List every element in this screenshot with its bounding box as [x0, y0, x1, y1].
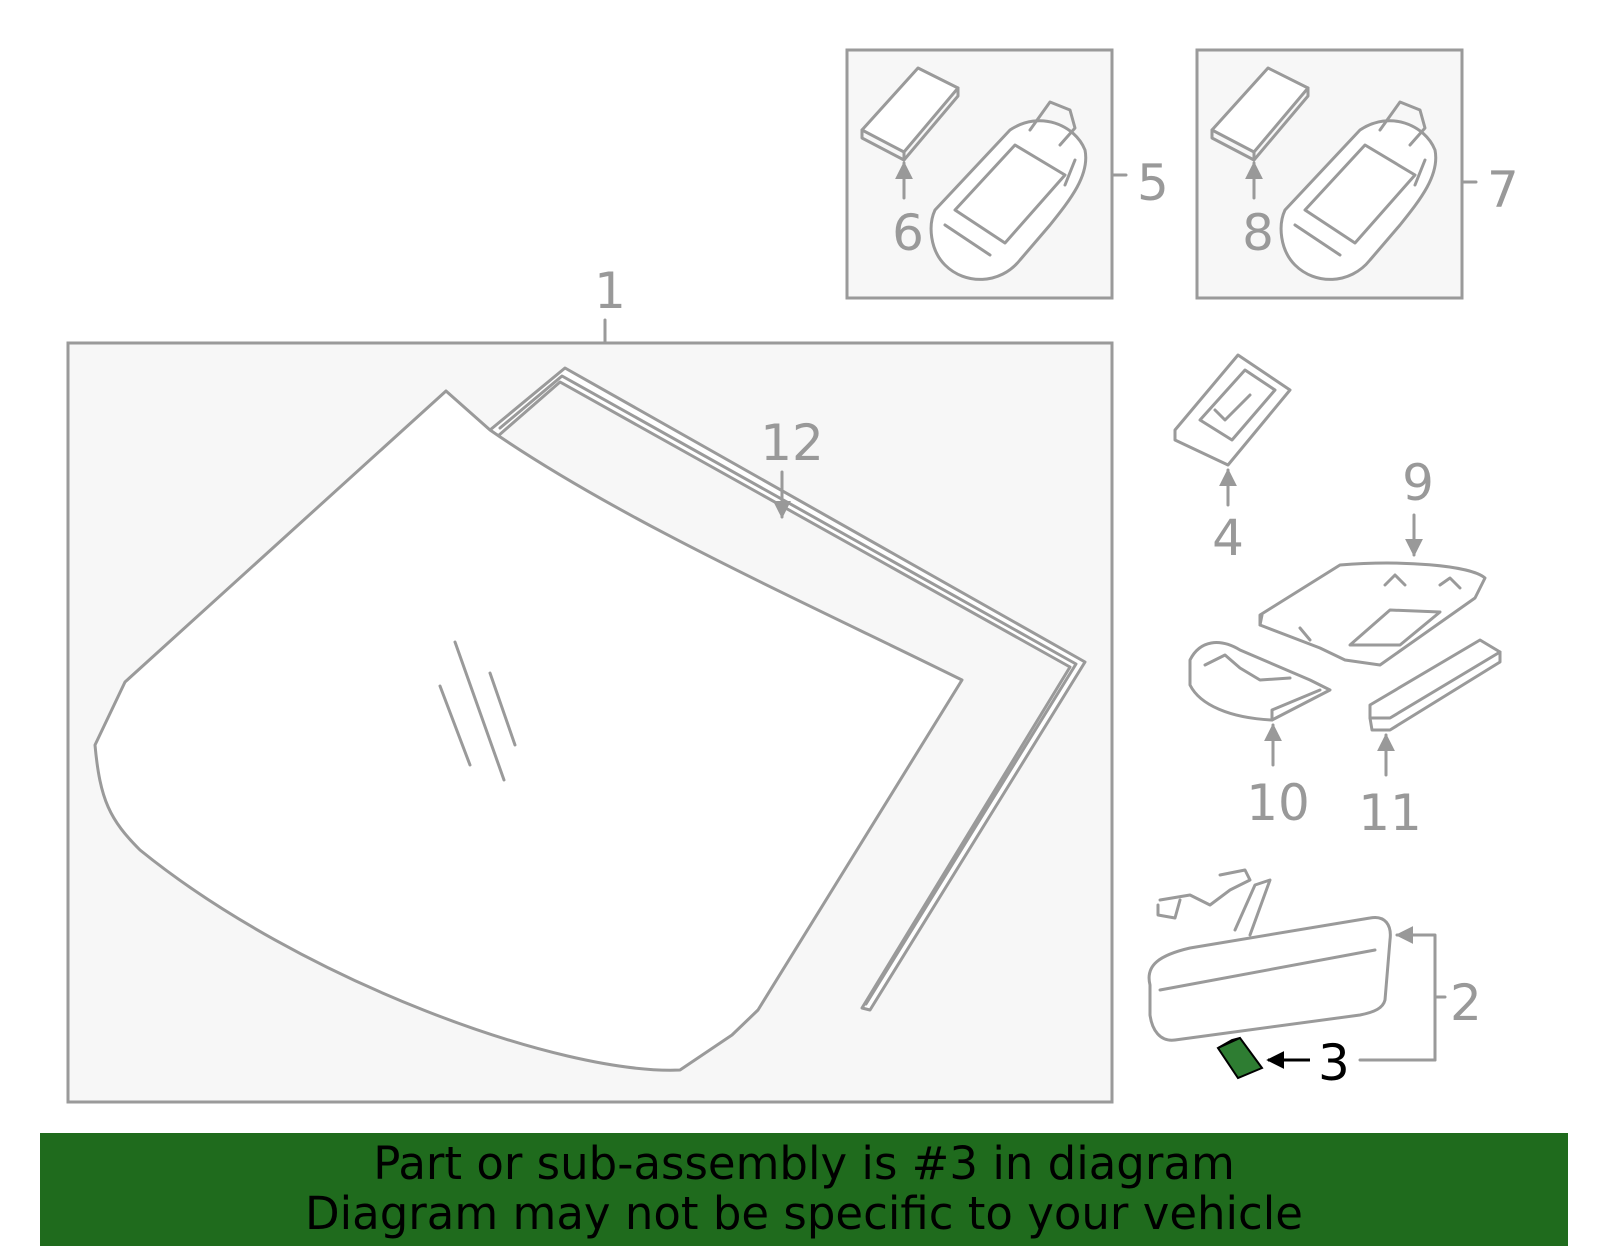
highlighted-part-3: 3 — [1216, 1034, 1350, 1092]
callout-6: 6 — [892, 204, 924, 262]
callout-12: 12 — [760, 414, 824, 472]
callout-5: 5 — [1137, 154, 1169, 212]
mirror-kit-box-5: 5 6 — [845, 48, 1169, 300]
banner-line-2: Diagram may not be specific to your vehi… — [305, 1187, 1303, 1240]
callout-9: 9 — [1402, 454, 1434, 512]
mirror-kit-box-7: 7 8 — [1195, 48, 1519, 300]
mirror-bracket-4: 4 — [1173, 353, 1292, 567]
callout-2-group: 2 — [1358, 926, 1482, 1062]
windshield-glass — [93, 389, 964, 1072]
callout-2: 2 — [1450, 974, 1482, 1032]
callout-11: 11 — [1358, 784, 1422, 842]
callout-7: 7 — [1487, 161, 1519, 219]
callout-3: 3 — [1318, 1034, 1350, 1092]
windshield-molding — [488, 366, 1087, 1012]
rear-view-mirror-2 — [1147, 868, 1392, 1042]
mirror-mount-7 — [1279, 100, 1438, 281]
mirror-cover-10: 10 — [1188, 641, 1332, 832]
callout-10: 10 — [1246, 774, 1310, 832]
info-banner: Part or sub-assembly is #3 in diagram Di… — [40, 1133, 1568, 1246]
mirror-mount-5 — [929, 100, 1088, 281]
callout-4: 4 — [1212, 509, 1244, 567]
banner-line-1: Part or sub-assembly is #3 in diagram — [373, 1137, 1235, 1190]
mirror-cover-11: 11 — [1358, 638, 1502, 842]
callout-12-group: 12 — [760, 414, 824, 519]
callout-8: 8 — [1242, 204, 1274, 262]
mirror-cover-9: 9 — [1258, 454, 1487, 667]
callout-1: 1 — [594, 262, 626, 320]
